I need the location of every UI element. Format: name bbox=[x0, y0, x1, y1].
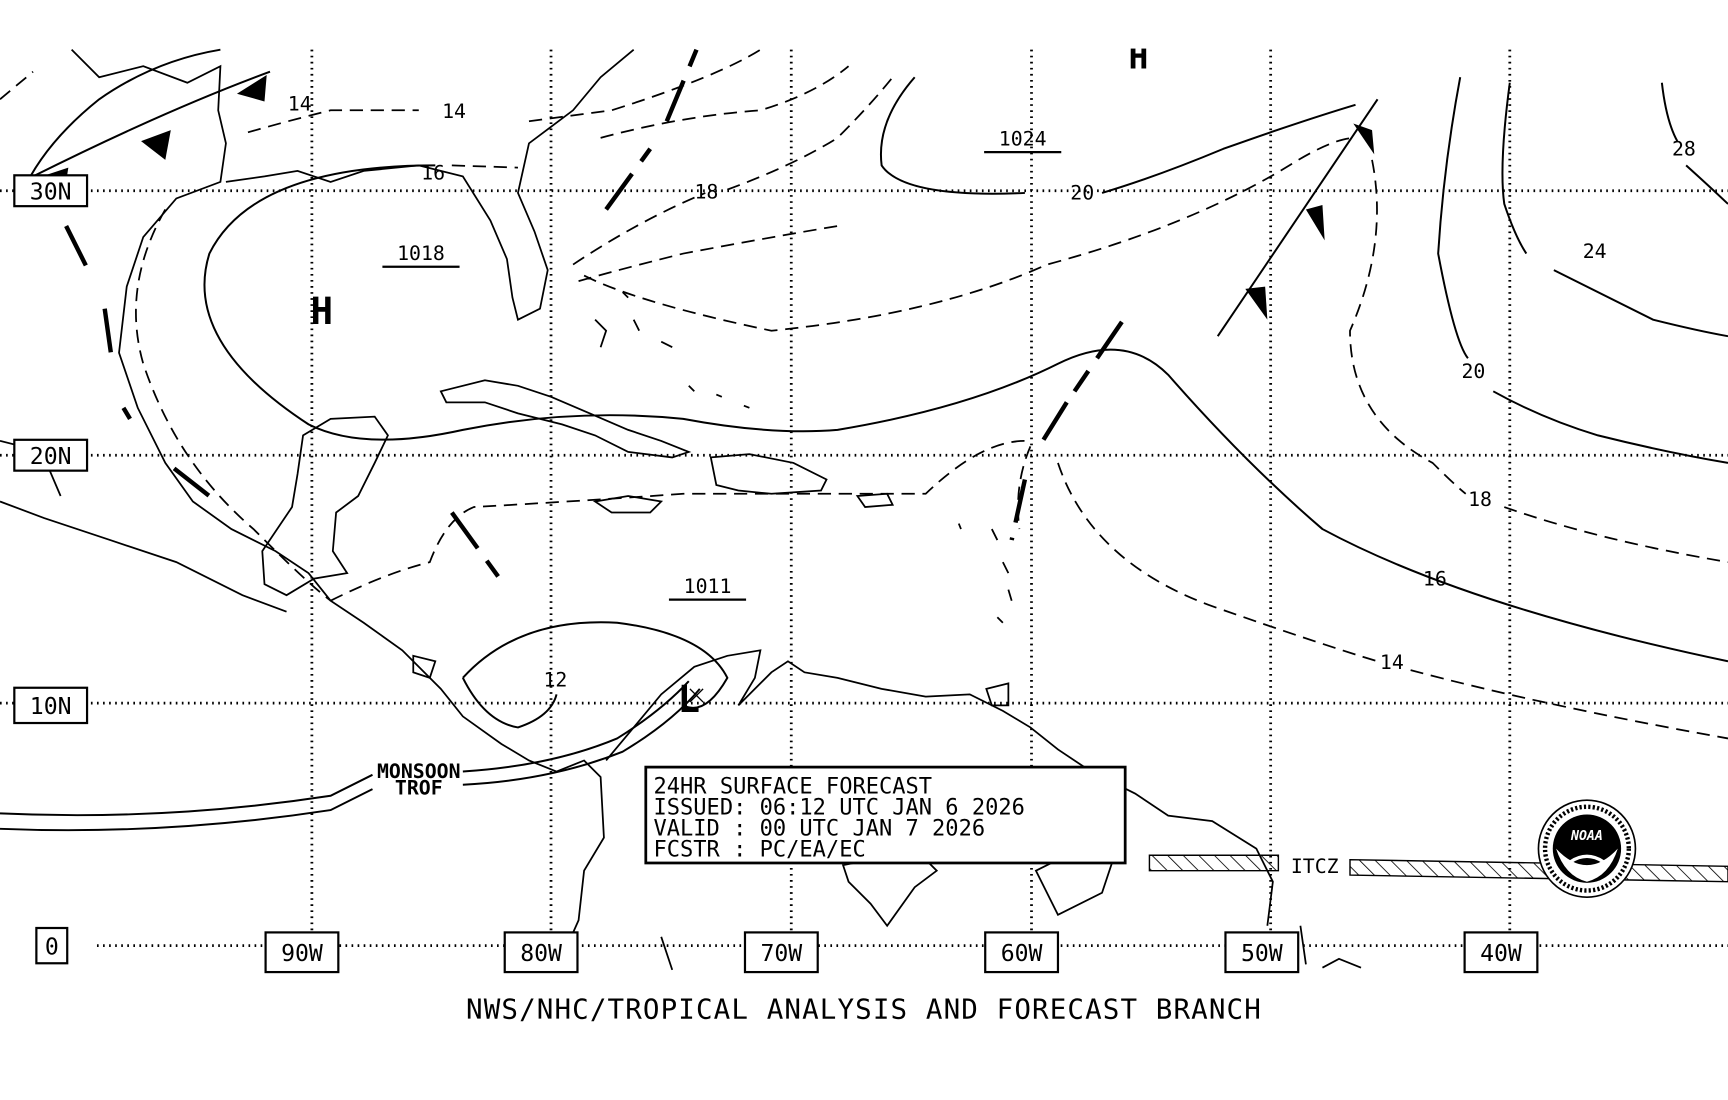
noaa-logo-text: NOAA bbox=[1570, 829, 1603, 844]
lon-label-60w: 60W bbox=[1001, 941, 1043, 967]
cold-front bbox=[32, 70, 1379, 337]
footer-credit: NWS/NHC/TROPICAL ANALYSIS AND FORECAST B… bbox=[466, 993, 1262, 1025]
pressure-value-1011: 1011 bbox=[684, 575, 732, 598]
itcz: ITCZ bbox=[1148, 854, 1728, 883]
pressure-value-1018: 1018 bbox=[397, 242, 445, 265]
isobar-label: 14 bbox=[288, 92, 312, 115]
monsoon-trof-label: MONSOON bbox=[377, 760, 461, 783]
lon-label-50w: 50W bbox=[1241, 941, 1283, 967]
lat-label-equator: 0 bbox=[45, 934, 59, 960]
isobar-label: 16 bbox=[1423, 567, 1447, 590]
high-pressure-symbol: H bbox=[311, 289, 334, 333]
low-center-x-icon bbox=[689, 688, 704, 703]
isobar-label: 14 bbox=[1380, 651, 1404, 674]
pressure-value-1024: 1024 bbox=[999, 128, 1047, 151]
pressure-centers: H 1024 H 1018 L 1011 bbox=[311, 33, 1169, 721]
isobar-label: 14 bbox=[442, 100, 466, 123]
isobar-label: 20 bbox=[1070, 182, 1094, 205]
forecast-title: 24HR SURFACE FORECAST bbox=[654, 775, 933, 800]
forecast-issued: ISSUED: 06:12 UTC JAN 6 2026 bbox=[654, 795, 1025, 820]
trough-axes bbox=[64, 48, 1124, 578]
forecast-info-box: 24HR SURFACE FORECAST ISSUED: 06:12 UTC … bbox=[644, 765, 1127, 865]
lon-label-90w: 90W bbox=[281, 941, 323, 967]
forecast-valid: VALID : 00 UTC JAN 7 2026 bbox=[654, 816, 986, 841]
lon-label-80w: 80W bbox=[520, 941, 562, 967]
lat-label-30n: 30N bbox=[30, 180, 72, 206]
isobar-label: 18 bbox=[1468, 488, 1492, 511]
lon-label-40w: 40W bbox=[1480, 941, 1522, 967]
latitude-labels: 30N 20N 10N 0 bbox=[13, 174, 89, 965]
monsoon-trof-label: TROF bbox=[395, 777, 443, 800]
isobar-label: 24 bbox=[1583, 240, 1607, 263]
lon-label-70w: 70W bbox=[760, 941, 802, 967]
isobar-labels: 14 14 16 18 20 28 24 20 18 16 14 12 bbox=[288, 92, 1696, 691]
longitude-labels: 90W 80W 70W 60W 50W 40W bbox=[264, 931, 1539, 974]
isobar-label: 12 bbox=[543, 669, 567, 692]
isobar-label: 16 bbox=[421, 162, 445, 185]
forecast-forecaster: FCSTR : PC/EA/EC bbox=[654, 837, 866, 862]
front-triangle-icon bbox=[141, 130, 171, 160]
lat-label-10n: 10N bbox=[30, 694, 72, 720]
low-pressure-symbol: L bbox=[677, 677, 700, 721]
isobar-label: 20 bbox=[1461, 360, 1485, 383]
front-triangle-icon bbox=[1305, 205, 1325, 241]
front-triangle-icon bbox=[236, 75, 267, 102]
front-triangle-icon bbox=[1245, 286, 1268, 320]
lat-label-20n: 20N bbox=[30, 444, 72, 470]
monsoon-trough: MONSOON TROF bbox=[0, 680, 701, 832]
isobars bbox=[0, 48, 1728, 740]
itcz-label: ITCZ bbox=[1291, 855, 1339, 878]
isobar-label: 28 bbox=[1672, 137, 1696, 160]
front-triangle-icon bbox=[1353, 123, 1375, 155]
isobar-label: 18 bbox=[694, 180, 718, 203]
noaa-logo: NOAA bbox=[1537, 799, 1637, 898]
